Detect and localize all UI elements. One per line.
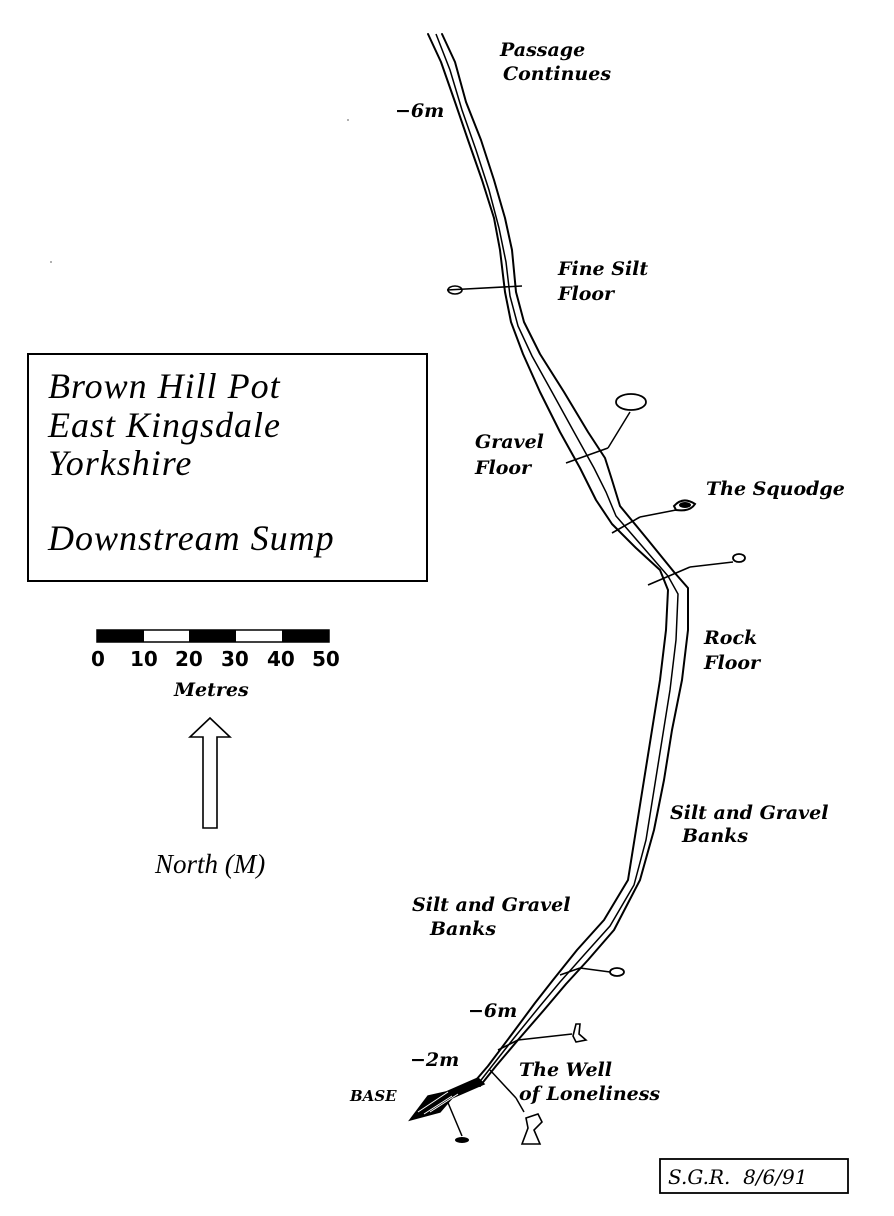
label-well-2: of Loneliness xyxy=(519,1083,660,1105)
scale-unit-label: Metres xyxy=(173,679,249,701)
section-sketch-rock xyxy=(732,553,746,563)
scale-segment-1 xyxy=(97,630,144,642)
section-sketch-lower-2 xyxy=(572,1023,588,1043)
label-silt-gravel-left-2: Banks xyxy=(429,918,496,940)
label-rock-2: Floor xyxy=(703,652,762,674)
signature-text: S.G.R. 8/6/91 xyxy=(668,1165,807,1189)
cross-sections xyxy=(446,285,691,1051)
label-depth-top: −6m xyxy=(395,100,444,122)
title-box xyxy=(27,353,428,582)
label-depth-lower: −6m xyxy=(468,1000,517,1022)
label-silt-gravel-left-1: Silt and Gravel xyxy=(412,894,570,916)
cross-section-rock xyxy=(647,566,691,586)
cross-section-lower-1 xyxy=(559,967,581,976)
signature-box xyxy=(659,1158,849,1194)
label-rock-1: Rock xyxy=(703,627,757,649)
section-sketch-fine-silt xyxy=(447,285,463,295)
label-depth-base: −2m xyxy=(410,1049,459,1071)
cross-section-squodge xyxy=(611,516,641,534)
scale-tick-30: 30 xyxy=(221,647,249,671)
cross-section-gravel xyxy=(565,447,609,464)
north-arrow: North (M) xyxy=(154,716,265,879)
section-sketch-lower-1 xyxy=(609,967,625,977)
label-well-1: The Well xyxy=(519,1059,612,1081)
cross-section-sketches xyxy=(447,285,746,1145)
scale-tick-10: 10 xyxy=(130,647,158,671)
title-section: Downstream Sump xyxy=(47,518,335,558)
title-block: Brown Hill Pot East Kingsdale Yorkshire … xyxy=(27,353,428,582)
scale-tick-20: 20 xyxy=(175,647,203,671)
label-squodge: The Squodge xyxy=(706,478,845,500)
label-passage-continues-2: Continues xyxy=(503,63,611,85)
north-label: North (M) xyxy=(154,849,265,879)
scale-segment-3 xyxy=(189,630,236,642)
label-passage-continues-1: Passage xyxy=(499,39,585,61)
map-labels: Passage Continues −6m Fine Silt Floor Gr… xyxy=(349,39,845,1105)
title-area: East Kingsdale xyxy=(47,405,281,445)
label-base: BASE xyxy=(349,1087,397,1105)
label-silt-gravel-right-1: Silt and Gravel xyxy=(670,802,828,824)
passage-walls xyxy=(427,33,689,1087)
label-fine-silt-1: Fine Silt xyxy=(557,258,648,280)
base-chamber xyxy=(408,1077,486,1122)
label-silt-gravel-right-2: Banks xyxy=(681,825,748,847)
section-sketch-well xyxy=(520,1113,543,1145)
scale-tick-40: 40 xyxy=(267,647,295,671)
section-sketch-gravel xyxy=(615,393,647,411)
north-arrow-icon xyxy=(187,716,233,829)
surveyor-signature: S.G.R. 8/6/91 xyxy=(659,1158,849,1194)
section-sketch-base xyxy=(455,1137,469,1143)
cross-section-fine-silt xyxy=(446,285,523,291)
label-gravel-2: Floor xyxy=(474,457,533,479)
title-county: Yorkshire xyxy=(48,443,192,483)
scale-segment-5 xyxy=(282,630,329,642)
scale-tick-50: 50 xyxy=(312,647,340,671)
title-cave-name: Brown Hill Pot xyxy=(48,366,281,406)
label-gravel-1: Gravel xyxy=(475,431,544,453)
scale-tick-0: 0 xyxy=(91,647,105,671)
scale-bar: 0 10 20 30 40 50 Metres xyxy=(91,629,340,701)
cross-section-lower-2 xyxy=(497,1039,519,1051)
label-fine-silt-2: Floor xyxy=(557,283,616,305)
leader-lines xyxy=(445,411,734,1137)
